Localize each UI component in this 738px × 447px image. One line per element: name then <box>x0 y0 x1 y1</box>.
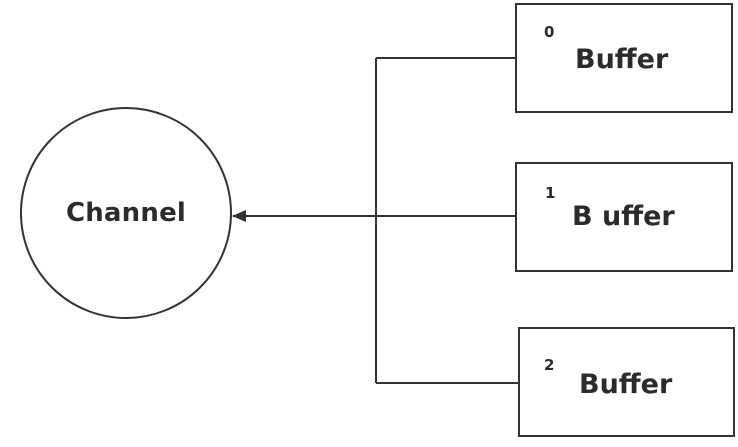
buffer-label-1: B uffer <box>572 201 675 232</box>
buffer-node-1: 1 B uffer <box>515 162 733 272</box>
channel-label: Channel <box>65 198 187 228</box>
buffer-node-0: 0 Buffer <box>515 3 733 113</box>
buffer-label-0: Buffer <box>575 44 669 75</box>
buffer-label-2: Buffer <box>579 369 673 400</box>
channel-node: Channel <box>20 107 232 319</box>
buffer-index-2: 2 <box>544 356 555 374</box>
buffer-index-0: 0 <box>544 23 555 41</box>
buffer-node-2: 2 Buffer <box>518 327 735 437</box>
buffer-index-1: 1 <box>545 184 556 202</box>
